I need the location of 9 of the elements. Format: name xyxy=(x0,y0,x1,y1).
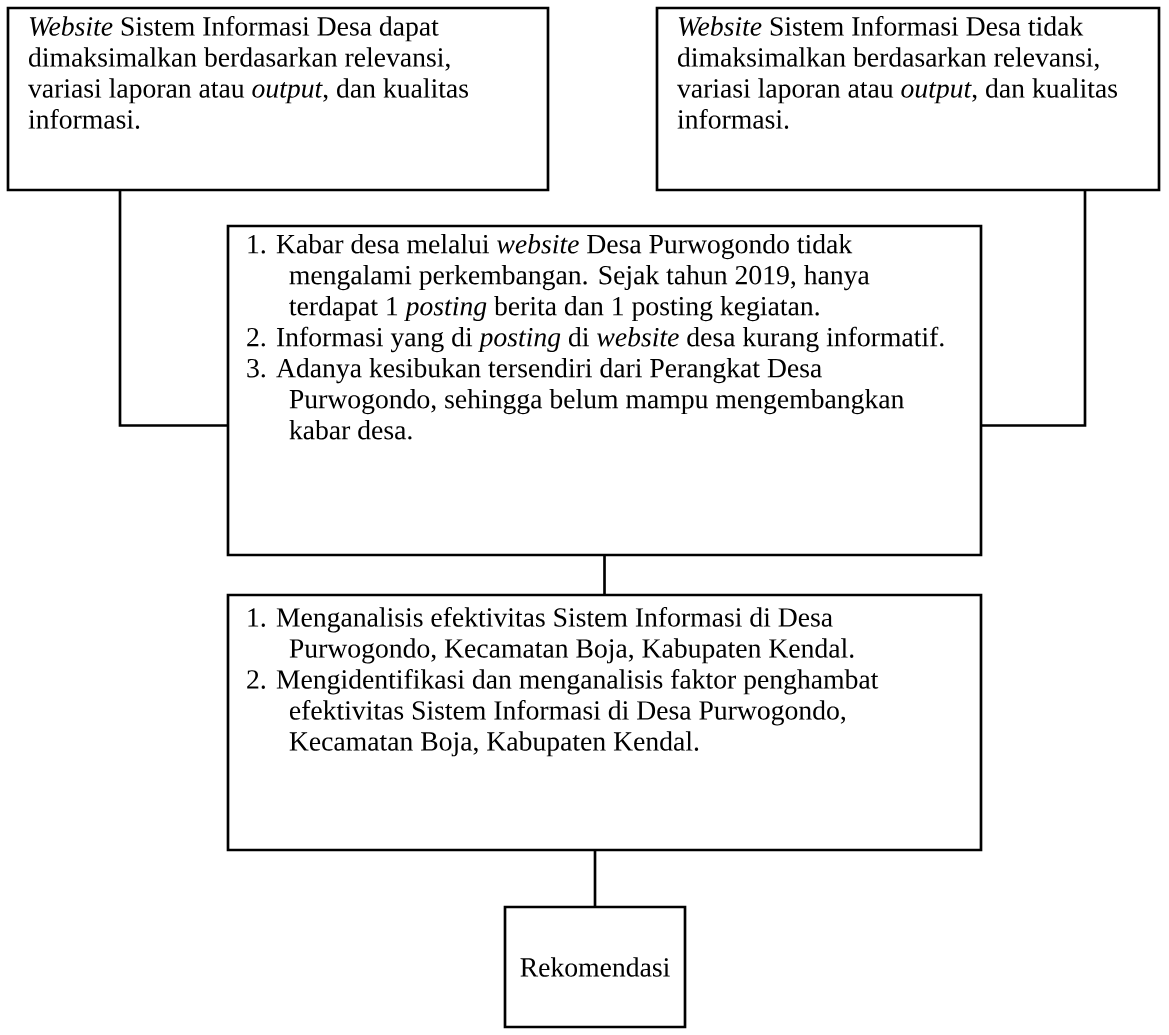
connector-line xyxy=(118,190,228,427)
list-box: 1. Kabar desa melalui website Desa Purwogondo tidak mengalami perkembangan. Sejak tahun 2019, hanya terdapat 1 posting berita dan 1 posting kegiatan. 2. Informasi yang di posting di website desa kurang informatif. 3. Adanya kesibukan tersendiri dari Perangkat Desa Purwogondo, sehingga belum mampu mengembangkan kabar desa. xyxy=(226,224,983,557)
list-box: 1. Menganalisis efektivitas Sistem Informasi di Desa Purwogondo, Kecamatan Boja, Kabupaten Kendal. 2. Mengidentifikasi dan menganalisis faktor penghambat efektivitas Sistem Informasi di Desa Purwogondo, Kecamatan Boja, Kabupaten Kendal. xyxy=(226,593,983,852)
text-box: Website Sistem Informasi Desa tidak dimaksimalkan berdasarkan relevansi, variasi laporan atau output, dan kualitas informasi. xyxy=(655,6,1161,192)
connector-line xyxy=(981,190,1087,427)
text-box: Website Sistem Informasi Desa dapat dimaksimalkan berdasarkan relevansi, variasi laporan atau output, dan kualitas informasi. xyxy=(6,6,550,192)
connector-line xyxy=(593,850,597,907)
connector-line xyxy=(603,555,606,595)
result-box: Rekomendasi xyxy=(503,905,687,1029)
